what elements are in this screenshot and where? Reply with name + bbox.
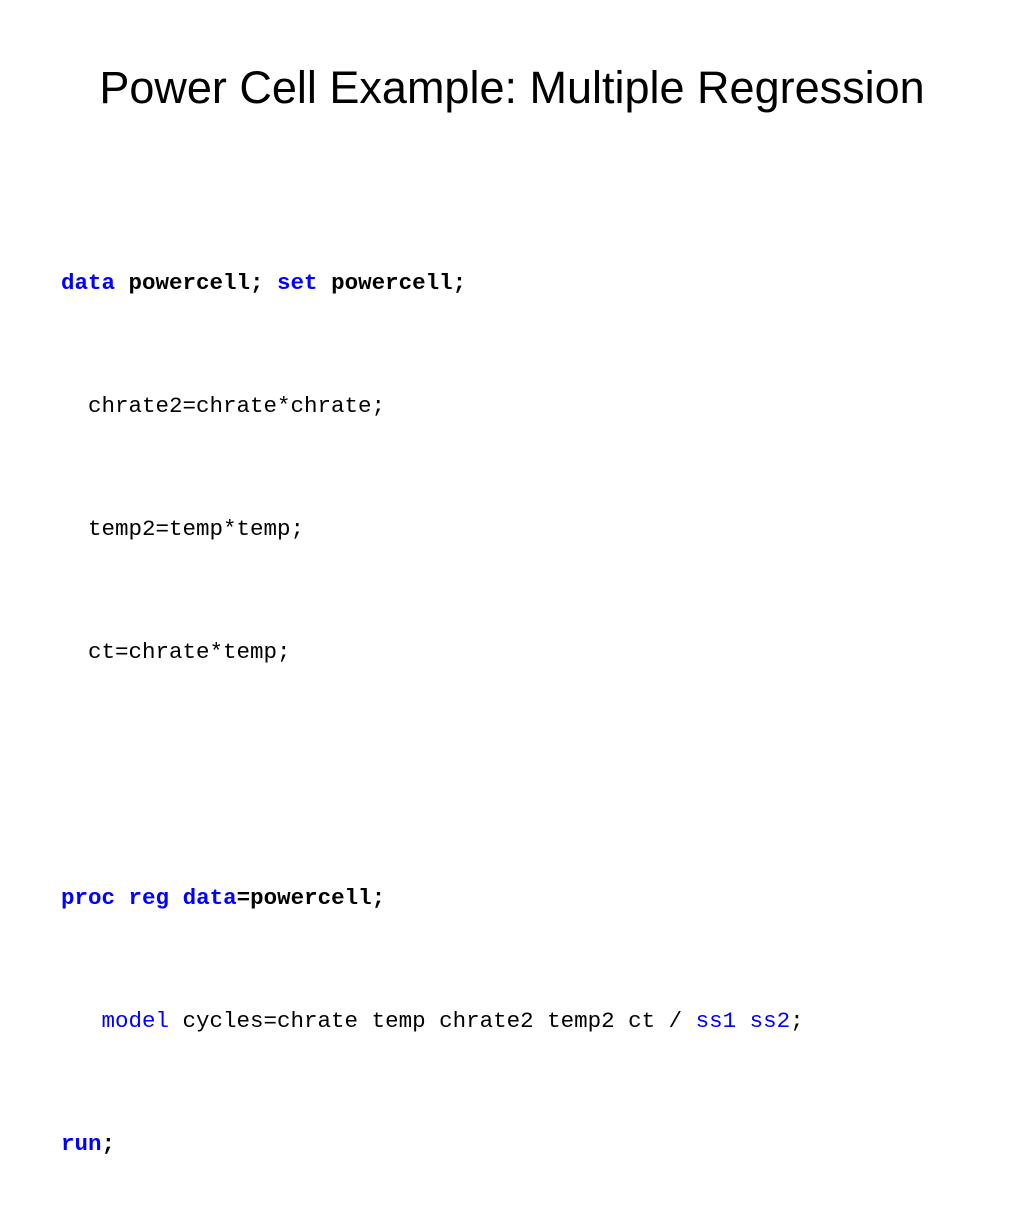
keyword-ss1: ss1 bbox=[695, 1008, 737, 1034]
code-text bbox=[736, 1008, 750, 1034]
keyword-set: set bbox=[277, 270, 318, 296]
code-text: ; bbox=[101, 1131, 116, 1157]
keyword-reg: reg bbox=[128, 885, 170, 911]
keyword-data: data bbox=[61, 270, 116, 296]
code-line-ct: ct=chrate*temp; bbox=[61, 639, 291, 665]
code-line-blank bbox=[61, 755, 804, 796]
code-line-proc-reg: proc reg data=powercell; bbox=[61, 878, 804, 919]
code-indent bbox=[61, 1008, 102, 1034]
keyword-proc: proc bbox=[61, 885, 116, 911]
code-line-model: model cycles=chrate temp chrate2 temp2 c… bbox=[61, 1001, 804, 1042]
keyword-run: run bbox=[61, 1131, 102, 1157]
code-line-data-step: data powercell; set powercell; bbox=[61, 263, 804, 304]
code-text bbox=[169, 885, 183, 911]
keyword-ss2: ss2 bbox=[749, 1008, 791, 1034]
keyword-model: model bbox=[101, 1008, 170, 1034]
code-text: ; bbox=[790, 1008, 804, 1034]
code-line-chrate2: chrate2=chrate*chrate; bbox=[61, 393, 386, 419]
code-text: =powercell; bbox=[236, 885, 386, 911]
code-line-temp2: temp2=temp*temp; bbox=[61, 516, 305, 542]
code-text bbox=[115, 885, 129, 911]
code-text: powercell; bbox=[317, 270, 467, 296]
code-block: data powercell; set powercell; chrate2=c… bbox=[61, 181, 804, 1206]
keyword-data: data bbox=[182, 885, 237, 911]
code-text: cycles=chrate temp chrate2 temp2 ct / bbox=[169, 1008, 696, 1034]
code-text: powercell; bbox=[115, 270, 278, 296]
slide-title: Power Cell Example: Multiple Regression bbox=[99, 62, 925, 113]
code-line-run: run; bbox=[61, 1124, 804, 1165]
